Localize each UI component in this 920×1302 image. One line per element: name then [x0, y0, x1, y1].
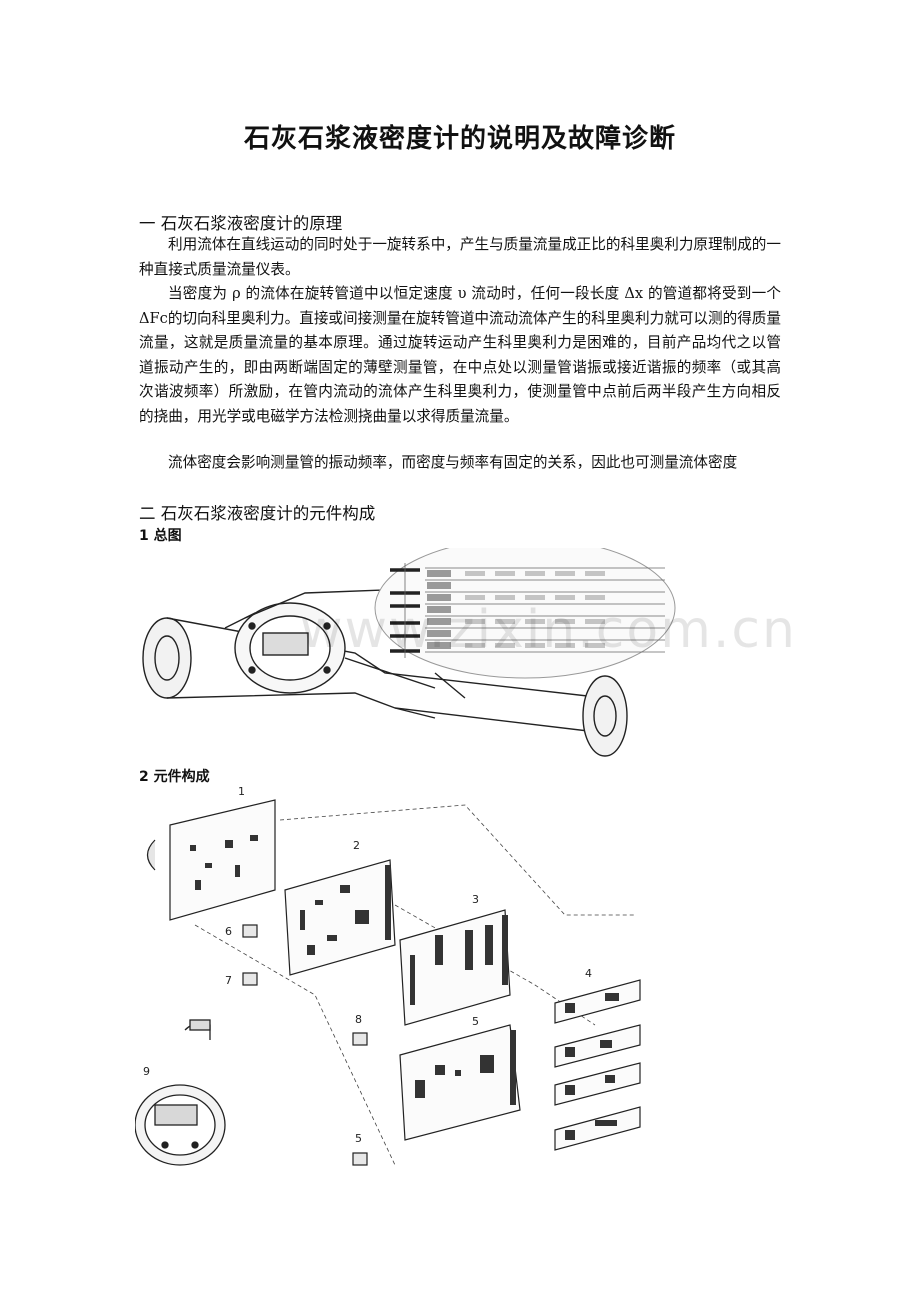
label-6: 6: [225, 925, 232, 938]
overview-diagram: [142, 548, 676, 757]
section2-heading: 二 石灰石浆液密度计的元件构成: [139, 504, 376, 523]
subsection-components: 2 元件构成: [139, 769, 210, 785]
label-8: 8: [355, 1013, 362, 1026]
label-2: 2: [353, 839, 360, 852]
small-connector-modules: [242, 924, 368, 1166]
label-5: 5: [472, 1015, 479, 1028]
components-diagram: 1 2 3 4 5 6 7 8 9 5: [135, 785, 641, 1166]
section1-paragraph-3: 流体密度会影响测量管的振动频率，而密度与频率有固定的关系，因此也可测量流体密度: [168, 454, 738, 471]
section1-paragraph-1: 利用流体在直线运动的同时处于一旋转系中，产生与质量流量成正比的科里奥利力原理制成…: [139, 236, 781, 278]
transmitter-housing: [234, 587, 466, 694]
subsection-overview: 1 总图: [139, 528, 182, 544]
component-5-board: [399, 1024, 521, 1141]
watermark: www.zixin.com.cn: [300, 600, 797, 660]
component-3-board: [399, 909, 511, 1026]
section1-heading: 一 石灰石浆液密度计的原理: [139, 214, 343, 233]
section1-paragraph-2: 当密度为 ρ 的流体在旋转管道中以恒定速度 υ 流动时，任何一段长度 Δx 的管…: [139, 285, 781, 425]
component-1-board: [146, 799, 276, 921]
label-4: 4: [585, 967, 592, 980]
page-title: 石灰石浆液密度计的说明及故障诊断: [243, 124, 676, 154]
terminal-detail-circle: [374, 548, 676, 679]
label-3: 3: [472, 893, 479, 906]
component-2-board: [284, 859, 396, 976]
label-1: 1: [238, 785, 245, 798]
component-4-modules: [554, 979, 641, 1151]
component-9-display: [135, 1019, 226, 1166]
label-7: 7: [225, 974, 232, 987]
label-5b: 5: [355, 1132, 362, 1145]
label-9: 9: [143, 1065, 150, 1078]
